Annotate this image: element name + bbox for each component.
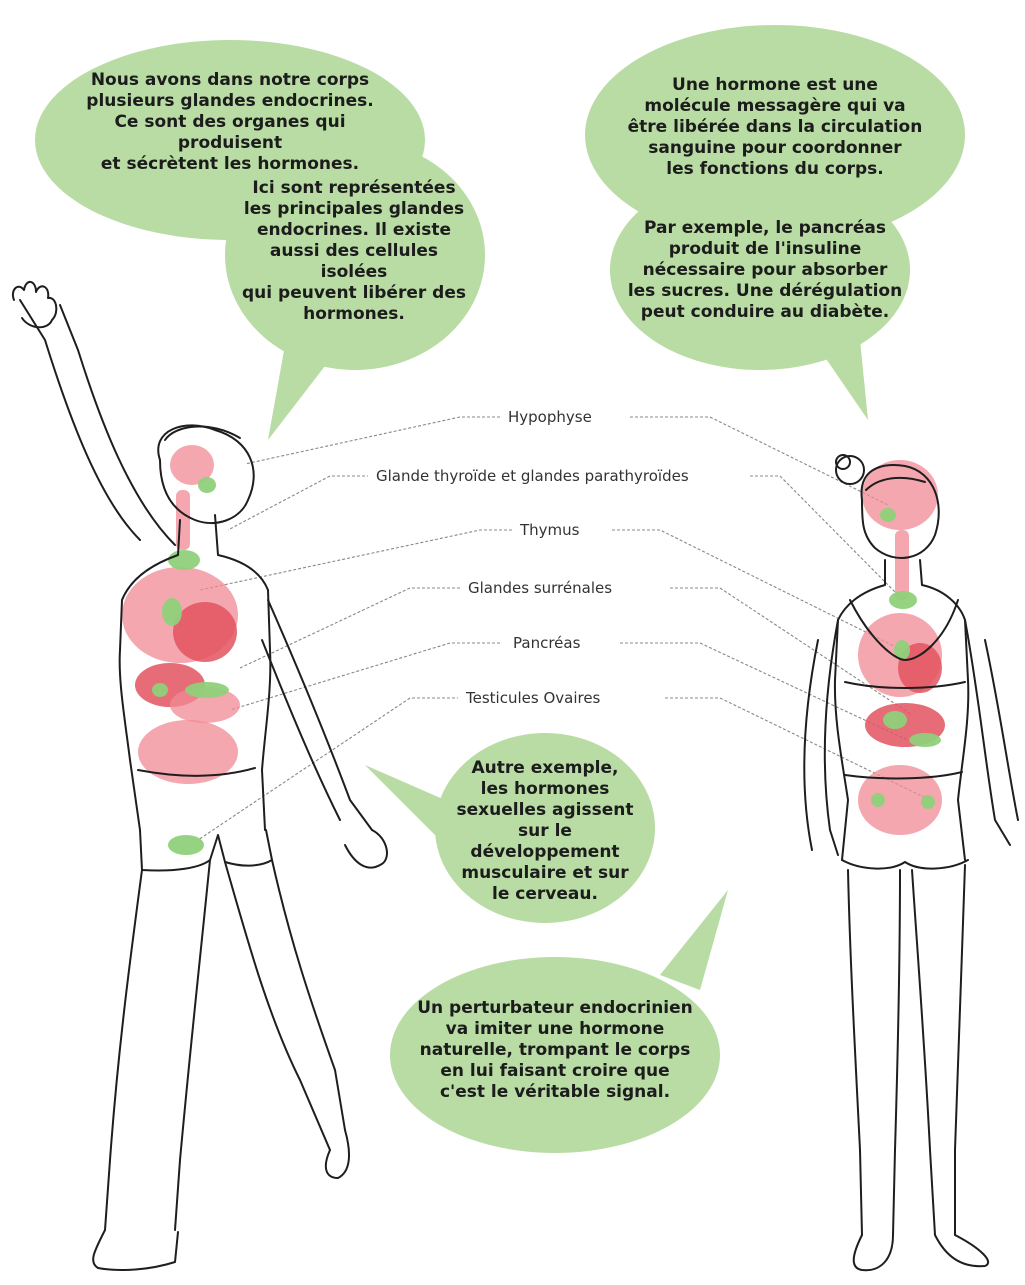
bubble-hormone-text-1: Une hormone est une molécule messagère q… (615, 75, 935, 180)
leader-adrenal-male (240, 588, 460, 668)
leader-hypophyse-male (245, 417, 500, 464)
label-thyroid: Glande thyroïde et glandes parathyroïdes (368, 467, 697, 485)
bubble-sexual-text: Autre exemple, les hormones sexuelles ag… (445, 758, 645, 905)
bubble-disruptor-text: Un perturbateur endocrinien va imiter un… (400, 998, 710, 1103)
leader-thyroid-male (228, 476, 370, 530)
bubble-intro-text-1: Nous avons dans notre corps plusieurs gl… (60, 70, 400, 175)
female-figure-illustration (804, 455, 1018, 1270)
label-adrenal: Glandes surrénales (460, 579, 620, 597)
bubble-intro-text-2: Ici sont représentées les principales gl… (238, 178, 470, 325)
male-figure-illustration (13, 282, 387, 1270)
label-pancreas: Pancréas (505, 634, 588, 652)
leader-thymus-female (612, 530, 902, 650)
bubble-hormone-text-2: Par exemple, le pancréas produit de l'in… (620, 218, 910, 323)
label-gonads: Testicules Ovaires (458, 689, 608, 707)
label-hypophyse: Hypophyse (500, 408, 600, 426)
label-thymus: Thymus (512, 521, 587, 539)
